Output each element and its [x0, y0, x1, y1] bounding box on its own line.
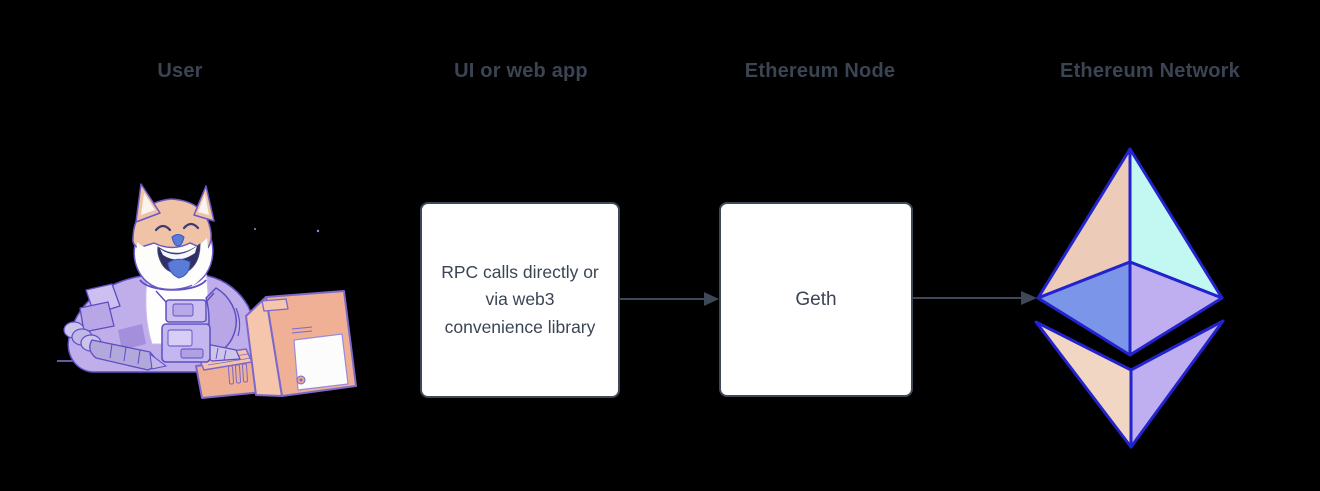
arrowhead-icon	[1021, 291, 1037, 305]
eth-bottom-right	[1129, 319, 1225, 449]
arrow-geth-to-network	[913, 291, 1037, 305]
column-header-ui-or-web-app: UI or web app	[454, 60, 588, 82]
arrow-rpc-to-geth	[620, 292, 719, 306]
doge-teeth	[160, 246, 197, 260]
doge-tongue	[167, 258, 191, 279]
column-header-ethereum-node: Ethereum Node	[744, 60, 896, 82]
geth-box: Geth	[719, 202, 913, 397]
column-header-ethereum-network: Ethereum Network	[1060, 60, 1240, 82]
doge-nose	[171, 234, 185, 247]
doge-left-eye	[154, 224, 172, 232]
column-header-user: User	[157, 60, 203, 82]
computer-top-handle	[261, 298, 289, 312]
rpc-calls-box: RPC calls directly or via web3 convenien…	[420, 202, 620, 398]
eth-face-lower-right	[1128, 260, 1224, 357]
computer-back-panel	[293, 333, 349, 391]
doge-astronaut-illustration	[57, 183, 357, 399]
arrowhead-icon	[704, 292, 719, 306]
doge-right-eye	[182, 222, 200, 230]
ethereum-logo-icon	[1034, 147, 1225, 449]
doge-right-arm	[205, 287, 238, 353]
